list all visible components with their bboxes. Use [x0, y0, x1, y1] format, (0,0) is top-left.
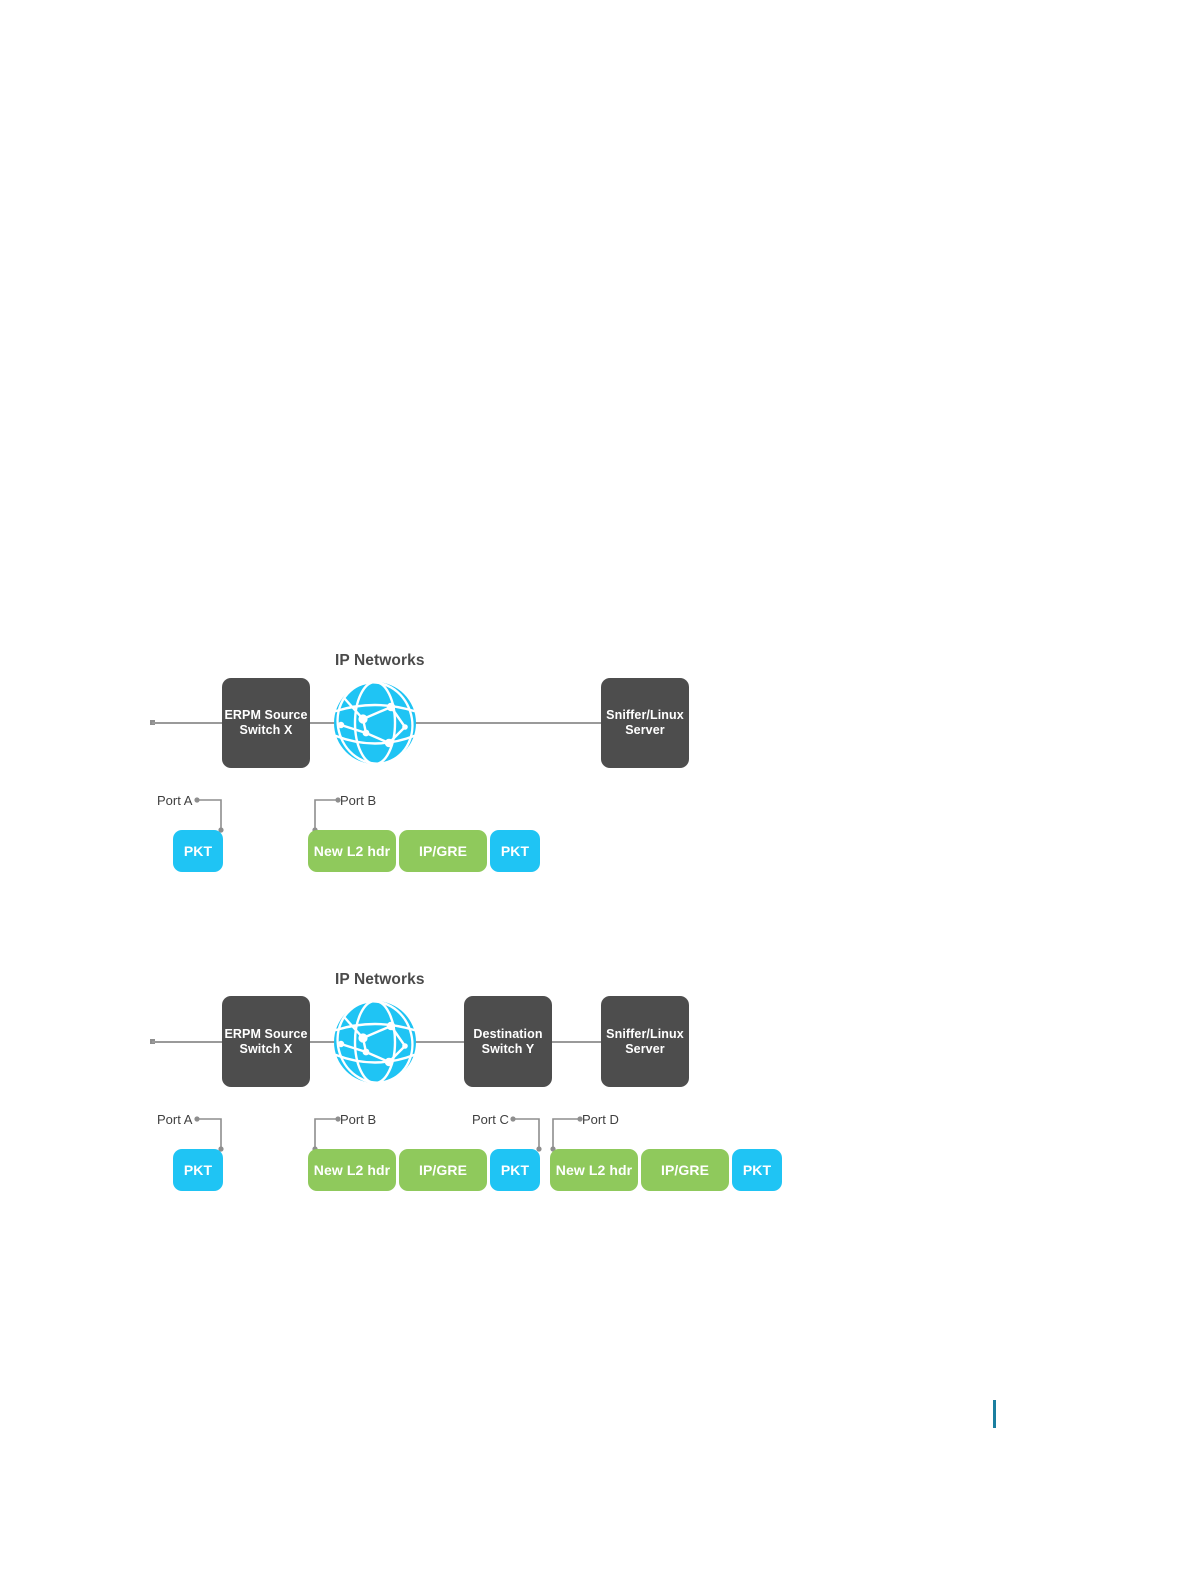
port-label-a: Port A [157, 793, 193, 808]
port-label-d: Port D [582, 1112, 619, 1127]
packet-field-pkt: PKT [173, 830, 223, 872]
node-sniffer-linux-server: Sniffer/Linux Server [601, 996, 689, 1087]
node-label-line1: ERPM Source [224, 708, 308, 722]
network-cloud-title: IP Networks [335, 971, 425, 988]
node-label-line1: Destination [473, 1026, 543, 1041]
packet-field-new-l2-hdr: New L2 hdr [550, 1149, 638, 1191]
packet-field-new-l2-hdr: New L2 hdr [308, 1149, 396, 1191]
page-corner-mark [993, 1400, 996, 1428]
packet-field-ip-gre: IP/GRE [641, 1149, 729, 1191]
port-label-b: Port B [340, 793, 377, 808]
node-sniffer-linux-server: Sniffer/Linux Server [601, 678, 689, 768]
node-label-line2: Switch X [239, 723, 293, 737]
node-label-line2: Server [625, 1041, 665, 1056]
connector-port-a [194, 1116, 224, 1152]
packet-field-pkt: PKT [490, 830, 540, 872]
node-destination-switch-y: Destination Switch Y [464, 996, 552, 1087]
packet-field-pkt: PKT [173, 1149, 223, 1191]
wire-destination-to-sniffer [550, 1041, 603, 1043]
node-label-line2: Switch X [239, 1041, 293, 1056]
port-label-c: Port C [472, 1112, 509, 1127]
node-label-line2: Server [625, 723, 665, 737]
port-label-a: Port A [157, 1112, 193, 1127]
wire-switch-to-cloud [306, 1041, 344, 1043]
node-erpm-source-switch-x: ERPM Source Switch X [222, 996, 310, 1087]
packet-field-ip-gre: IP/GRE [399, 830, 487, 872]
packet-field-ip-gre: IP/GRE [399, 1149, 487, 1191]
packet-field-pkt: PKT [490, 1149, 540, 1191]
wire-switch-to-cloud [306, 722, 344, 724]
connector-port-a [194, 797, 224, 833]
node-label-line1: ERPM Source [224, 1026, 308, 1041]
packet-field-new-l2-hdr: New L2 hdr [308, 830, 396, 872]
globe-network-icon [333, 680, 417, 770]
wire-left [152, 722, 224, 724]
node-label-line1: Sniffer/Linux [606, 1026, 684, 1041]
node-label-line1: Sniffer/Linux [606, 708, 684, 722]
globe-network-icon [333, 999, 417, 1089]
network-cloud-title: IP Networks [335, 652, 425, 669]
wire-cloud-to-sniffer [404, 722, 604, 724]
port-label-b: Port B [340, 1112, 377, 1127]
node-erpm-source-switch-x: ERPM Source Switch X [222, 678, 310, 768]
wire-cloud-to-destination [404, 1041, 466, 1043]
wire-left [152, 1041, 224, 1043]
node-label-line2: Switch Y [481, 1041, 535, 1056]
connector-port-c [510, 1116, 542, 1152]
packet-field-pkt: PKT [732, 1149, 782, 1191]
